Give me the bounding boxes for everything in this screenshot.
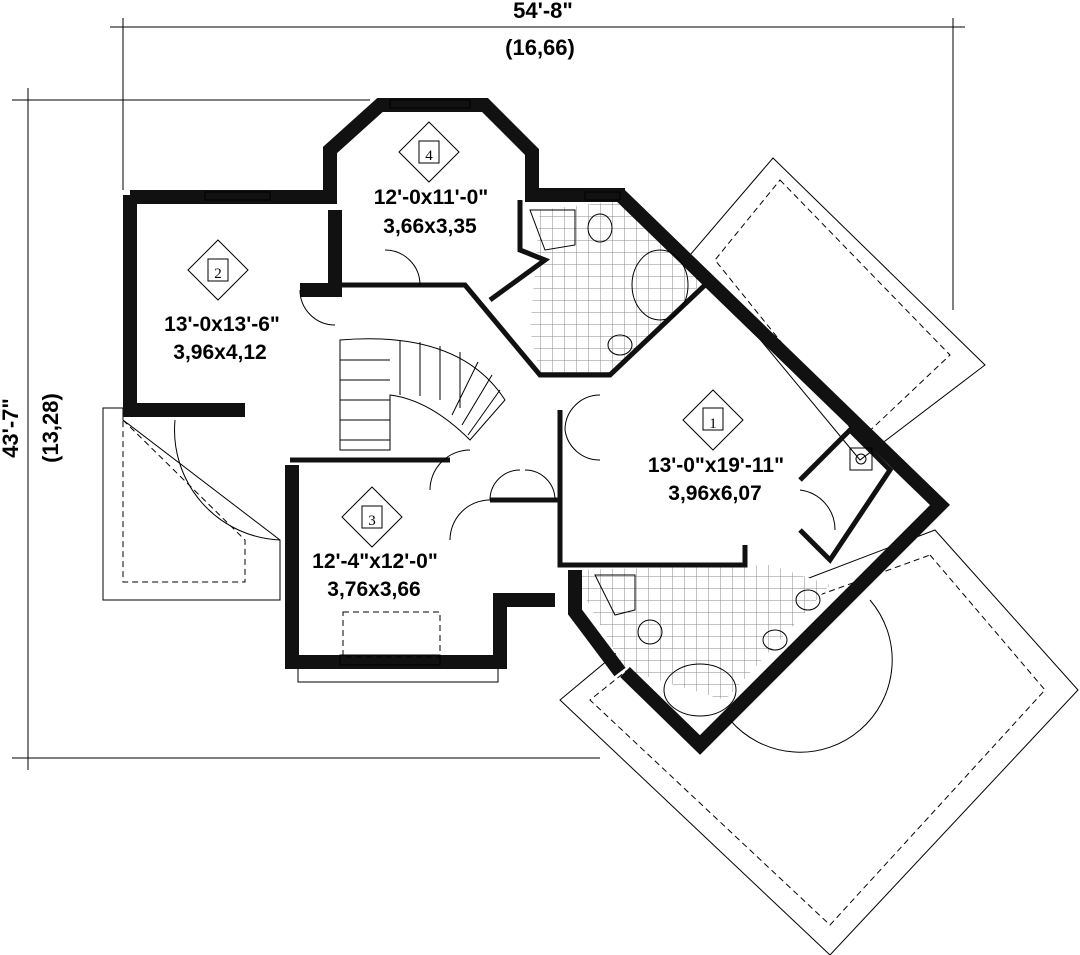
room-4: 4 12'-0x11'-0" 3,66x3,35: [374, 121, 489, 238]
room-1: 1 13'-0"x19'-11" 3,96x6,07: [648, 389, 784, 505]
room-3: 3 12'-4"x12'-0" 3,76x3,66: [312, 486, 438, 601]
depth-imperial: 43'-7": [0, 398, 23, 458]
width-imperial: 54'-8": [513, 0, 573, 23]
master-bathroom-floor: [570, 565, 830, 700]
room-number: 3: [368, 513, 376, 529]
room-dimensions-imperial: 12'-4"x12'-0": [312, 550, 438, 573]
room-2: 2 13'-0x13'-6" 3,96x4,12: [164, 239, 280, 364]
room-dimensions-imperial: 13'-0x13'-6": [164, 313, 280, 336]
room-dimensions-metric: 3,76x3,66: [327, 578, 420, 601]
width-metric: (16,66): [505, 35, 575, 60]
room-dimensions-metric: 3,96x6,07: [668, 482, 761, 505]
fixtures: [342, 209, 873, 717]
room-dimensions-metric: 3,66x3,35: [383, 215, 477, 238]
room-number: 4: [425, 148, 433, 164]
room-dimensions-metric: 3,96x4,12: [173, 341, 266, 364]
staircase: [339, 338, 506, 451]
room-number: 2: [214, 266, 222, 282]
bathroom-floor: [530, 200, 705, 375]
doors: [174, 249, 893, 753]
dimension-lines: [12, 18, 965, 770]
room-dimensions-imperial: 12'-0x11'-0": [374, 186, 489, 209]
walls: [123, 98, 950, 755]
depth-metric: (13,28): [38, 393, 63, 463]
windows: [204, 99, 621, 666]
room-dimensions-imperial: 13'-0"x19'-11": [648, 454, 784, 477]
room-number: 1: [709, 416, 717, 432]
